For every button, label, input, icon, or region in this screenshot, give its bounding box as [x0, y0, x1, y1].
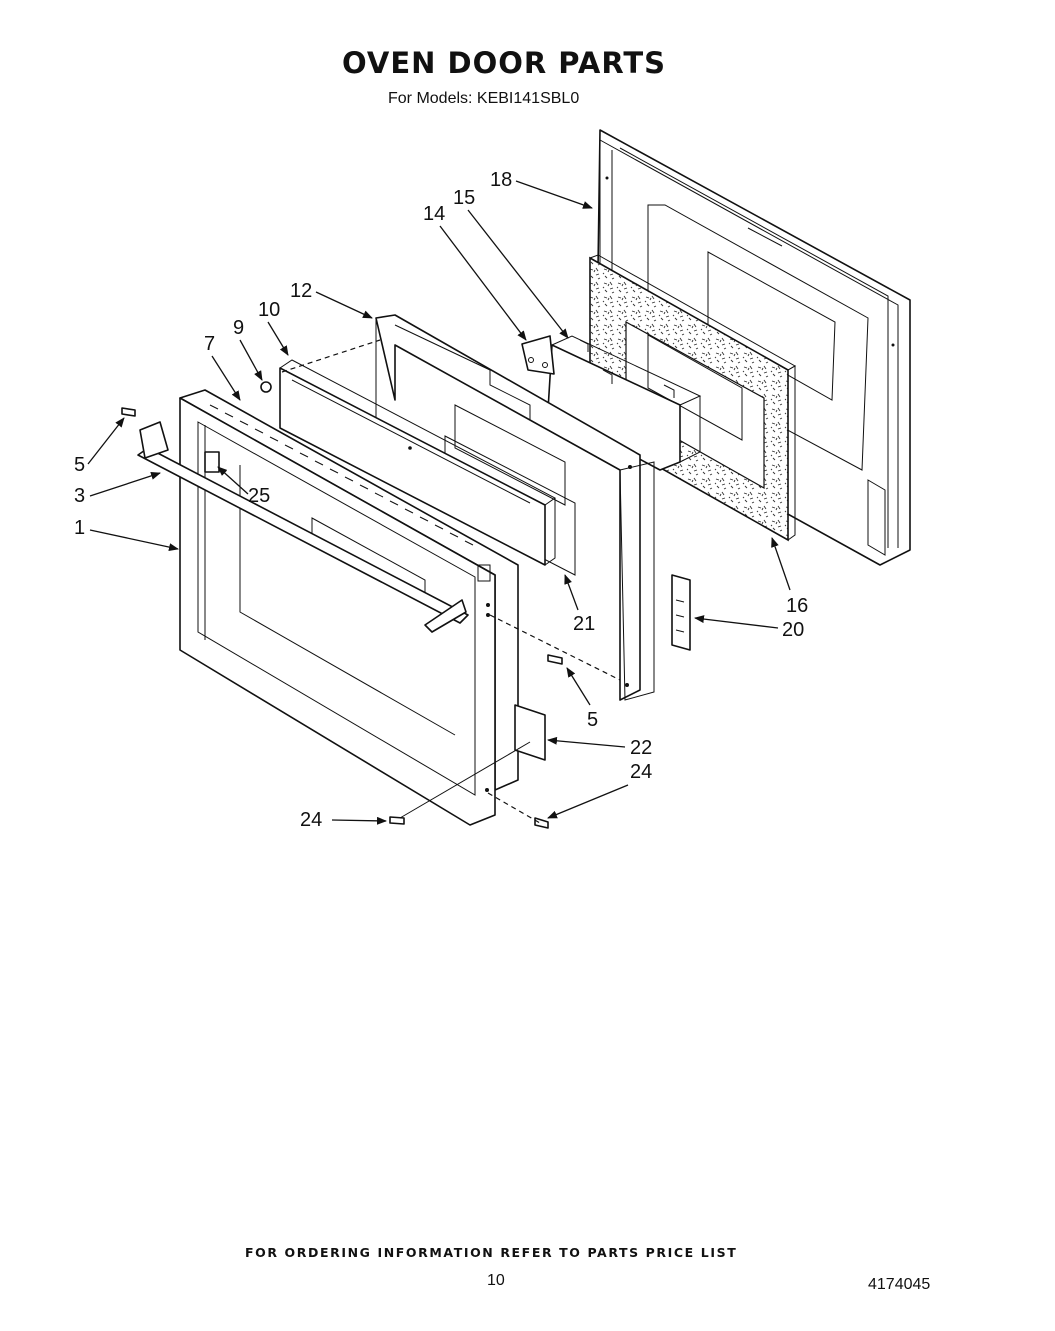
callout-14: 14 — [423, 203, 445, 225]
part-10-vent-channel — [279, 359, 556, 566]
assembly-lines — [281, 339, 621, 824]
part-20-latch-bracket — [671, 574, 691, 651]
callout-9: 9 — [233, 317, 244, 339]
part-18-inner-door-panel — [595, 129, 911, 566]
callout-1: 1 — [74, 517, 85, 539]
callout-21: 21 — [573, 613, 595, 635]
part-3-door-handle — [137, 421, 469, 633]
ordering-info-note: FOR ORDERING INFORMATION REFER TO PARTS … — [245, 1245, 738, 1260]
callout-12: 12 — [290, 280, 312, 302]
callout-5-right: 5 — [587, 709, 598, 731]
callout-18: 18 — [490, 169, 512, 191]
callout-15: 15 — [453, 187, 475, 209]
callout-5-left: 5 — [74, 454, 85, 476]
louver-slots — [209, 404, 474, 546]
callout-24-left: 24 — [300, 809, 322, 831]
callout-20: 20 — [782, 619, 804, 641]
part-22-hinge-bracket — [514, 704, 546, 761]
diagram-title: OVEN DOOR PARTS — [342, 46, 667, 80]
callout-25: 25 — [248, 485, 270, 507]
callout-22: 22 — [630, 737, 652, 759]
callout-10: 10 — [258, 299, 280, 321]
document-part-number: 4174045 — [868, 1276, 931, 1293]
page-number: 10 — [487, 1272, 505, 1289]
callout-3: 3 — [74, 485, 85, 507]
screws — [121, 381, 563, 829]
callout-24-right: 24 — [630, 761, 652, 783]
callout-7: 7 — [204, 333, 215, 355]
callout-16: 16 — [786, 595, 808, 617]
callouts: 18 15 14 12 10 9 7 5 3 25 1 21 16 20 5 2… — [74, 169, 808, 831]
part-25-clip — [204, 451, 220, 473]
part-14-15-vent-assembly — [521, 335, 702, 471]
model-subtitle: For Models: KEBI141SBL0 — [388, 90, 580, 107]
part-16-insulation — [589, 254, 797, 542]
